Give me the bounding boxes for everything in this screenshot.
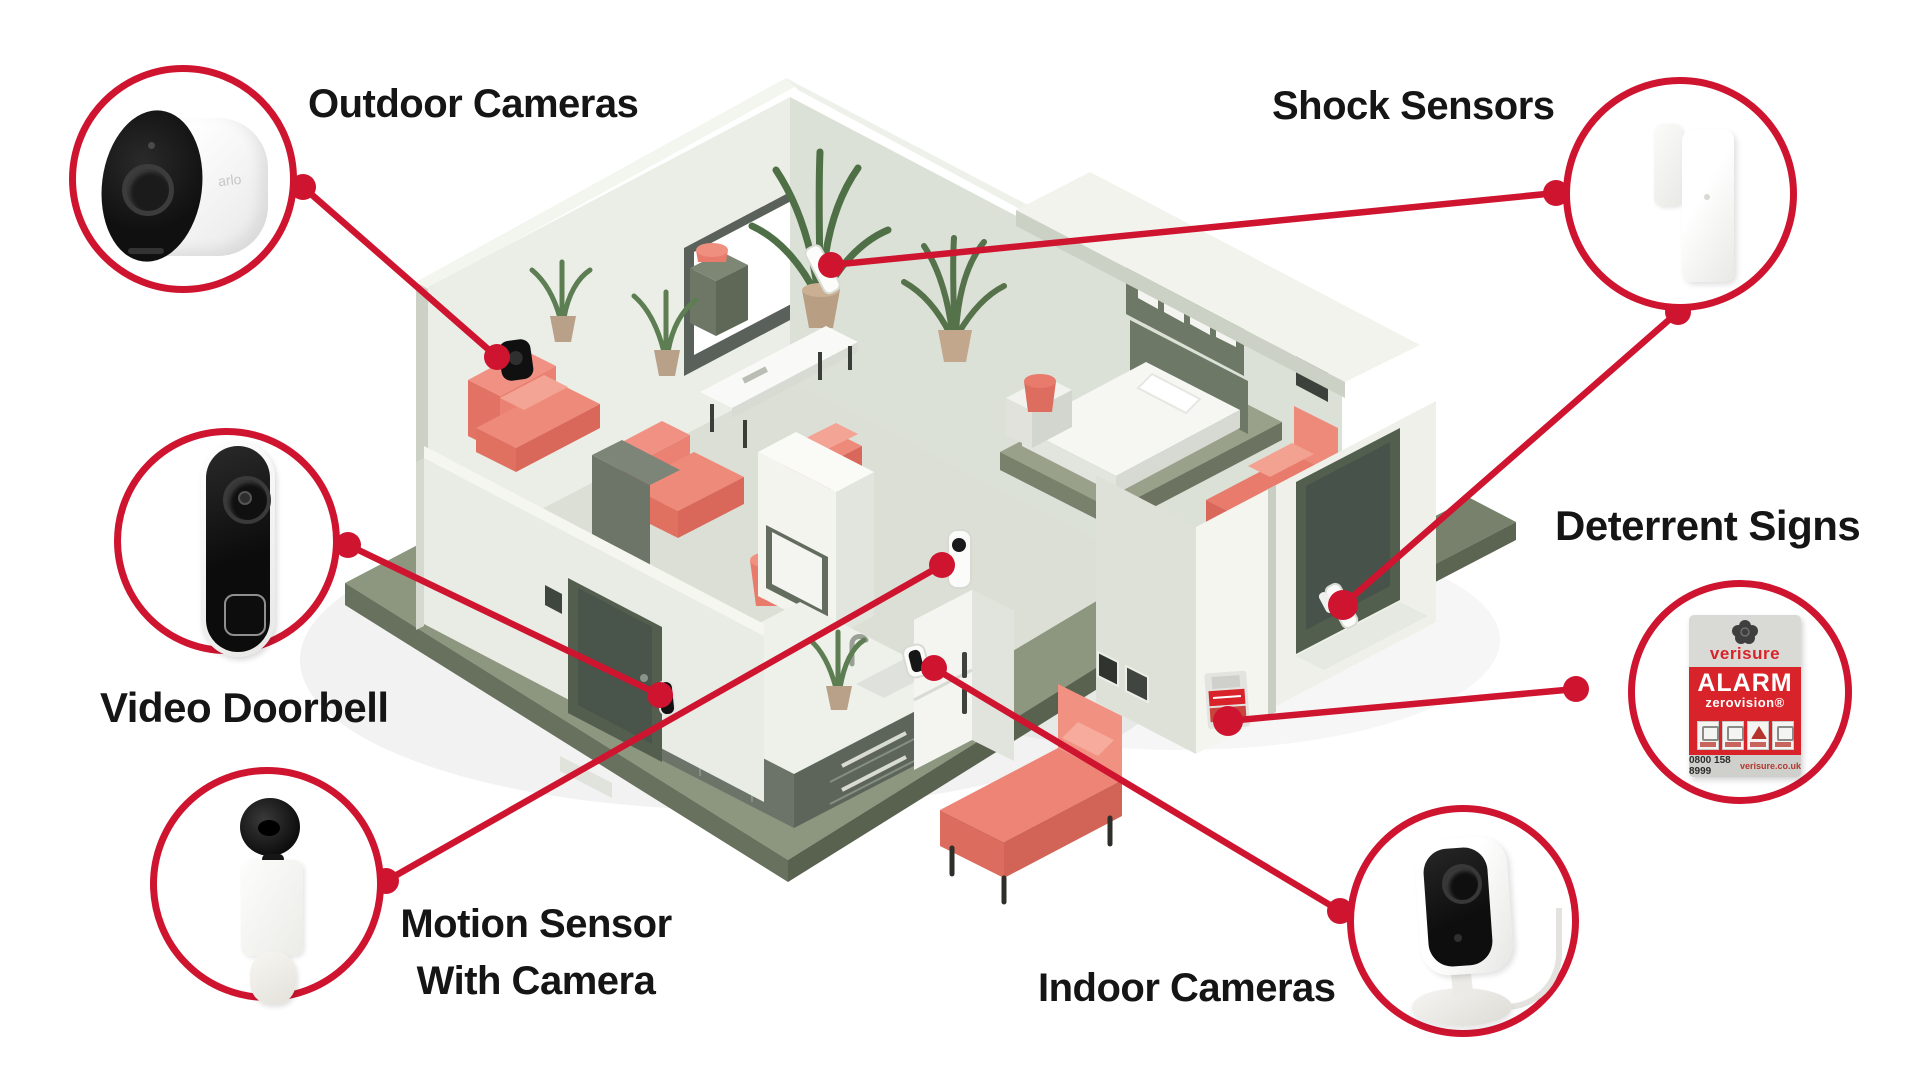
connector-video-doorbell bbox=[344, 541, 664, 699]
sign-top: verisure bbox=[1689, 615, 1801, 667]
kitchen-partition bbox=[592, 432, 874, 636]
label-motion-sensor-with-camera: Motion Sensor With Camera bbox=[380, 896, 692, 1010]
label-motion-sensor-line2: With Camera bbox=[416, 959, 656, 1003]
sign-icon-row bbox=[1689, 720, 1801, 755]
deterrent-sign-callout: verisure ALARM zerovision® 0800 158 8999… bbox=[1628, 580, 1852, 804]
sign-icon-warning bbox=[1746, 721, 1769, 751]
connector-outdoor-cameras bbox=[299, 183, 501, 361]
outdoor-camera-callout: arlo bbox=[69, 65, 297, 293]
video-doorbell-photo bbox=[121, 435, 333, 657]
label-video-doorbell: Video Doorbell bbox=[100, 684, 389, 731]
connector-motion-sensor bbox=[382, 561, 946, 885]
connector-deterrent-signs bbox=[1224, 685, 1580, 725]
sign-website: verisure.co.uk bbox=[1739, 761, 1801, 771]
doorbell-face bbox=[206, 446, 271, 652]
alarm-sign: verisure ALARM zerovision® 0800 158 8999… bbox=[1689, 615, 1801, 777]
camera-sensor-dot bbox=[148, 142, 155, 149]
sensor-led bbox=[1704, 194, 1710, 200]
deterrent-sign-photo: verisure ALARM zerovision® 0800 158 8999… bbox=[1635, 587, 1845, 797]
verisure-star-logo-icon bbox=[1732, 620, 1758, 644]
label-deterrent-signs: Deterrent Signs bbox=[1555, 502, 1861, 549]
video-doorbell-callout bbox=[114, 428, 340, 657]
camera-lens-icon bbox=[1442, 864, 1482, 904]
doorbell-button bbox=[224, 594, 266, 636]
front-chaise bbox=[940, 684, 1122, 905]
motion-sensor-callout bbox=[150, 767, 384, 1004]
roof-slab bbox=[1016, 172, 1420, 398]
sign-brand: verisure bbox=[1709, 644, 1781, 663]
living-room-furniture bbox=[468, 148, 892, 606]
label-shock-sensors: Shock Sensors bbox=[1272, 84, 1555, 128]
sign-phone: 0800 158 8999 bbox=[1689, 755, 1731, 777]
doorbell-shell bbox=[201, 441, 275, 657]
camera-lens-icon bbox=[122, 164, 174, 216]
motion-camera-slot bbox=[262, 854, 284, 864]
sensor-main-bar bbox=[1682, 130, 1734, 282]
sign-icon-camera bbox=[1696, 721, 1719, 751]
sign-icon-guard bbox=[1721, 721, 1744, 751]
connector-shock-door bbox=[1339, 308, 1682, 609]
sign-footer: 0800 158 8999 verisure.co.uk bbox=[1689, 755, 1801, 777]
motion-sensor-body bbox=[241, 860, 303, 956]
indoor-camera-photo bbox=[1354, 812, 1572, 1030]
outdoor-camera-photo: arlo bbox=[76, 72, 290, 286]
connector-dots bbox=[290, 174, 1691, 924]
motion-pir-dome bbox=[250, 952, 296, 1004]
sign-icon-response bbox=[1771, 721, 1794, 751]
doorbell-lens-icon bbox=[223, 476, 271, 524]
indoor-camera-callout bbox=[1347, 805, 1579, 1037]
brand-text: arlo bbox=[217, 170, 243, 190]
motion-sensor-photo bbox=[157, 774, 377, 1004]
label-outdoor-cameras: Outdoor Cameras bbox=[308, 82, 639, 126]
camera-speaker-slit bbox=[128, 248, 164, 254]
sensor-magnet-piece bbox=[1654, 124, 1682, 206]
connector-shock-window bbox=[827, 189, 1560, 269]
motion-camera-head bbox=[240, 798, 300, 856]
shock-sensor-callout bbox=[1563, 77, 1797, 311]
shock-sensor-photo bbox=[1570, 84, 1790, 304]
label-indoor-cameras: Indoor Cameras bbox=[1038, 966, 1336, 1010]
sign-headline: ALARM bbox=[1697, 668, 1793, 697]
camera-led-dot bbox=[1454, 934, 1462, 942]
sign-subheadline: zerovision® bbox=[1705, 694, 1785, 710]
sign-red-band: ALARM zerovision® bbox=[1689, 666, 1801, 721]
label-motion-sensor-line1: Motion Sensor bbox=[400, 902, 672, 946]
connector-indoor-cameras bbox=[930, 664, 1344, 915]
right-wing bbox=[1096, 401, 1436, 754]
